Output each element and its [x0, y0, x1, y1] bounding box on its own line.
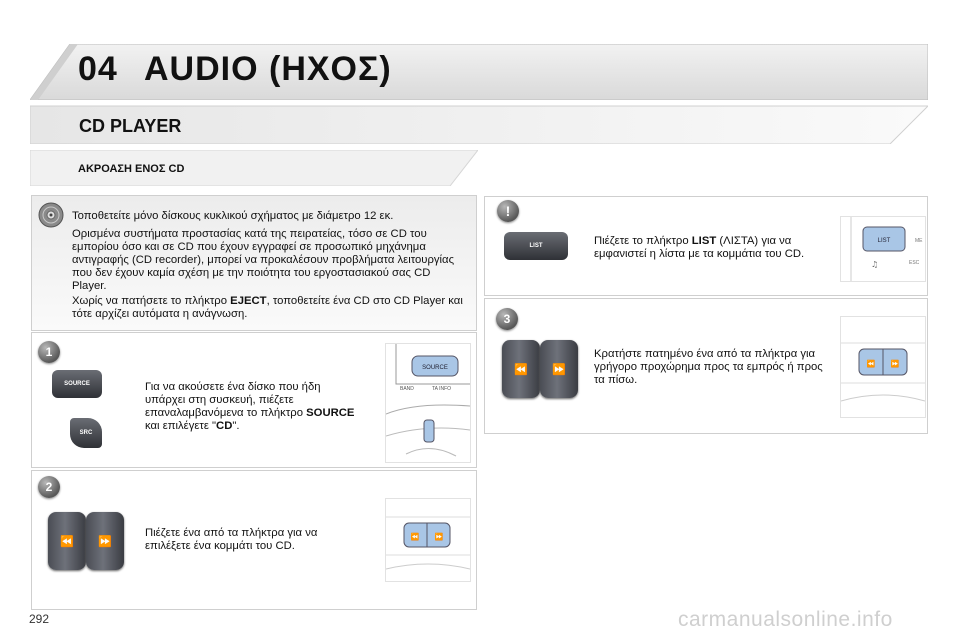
- source-button-image: SOURCE: [52, 370, 102, 398]
- thumb3-forward-icon: ⏩: [891, 359, 900, 368]
- intro-text-3: Χωρίς να πατήσετε το πλήκτρο EJECT, τοπο…: [72, 295, 466, 321]
- chapter-title: AUDIO (ΗΧΟΣ): [144, 50, 392, 88]
- watermark: carmanualsonline.info: [678, 608, 893, 631]
- page-number: 292: [29, 612, 50, 626]
- step1-text-mid: και επιλέγετε ": [145, 420, 217, 432]
- section-band: [30, 105, 928, 144]
- fast-back-button-image: ⏪: [502, 340, 540, 398]
- thumb-list-text: LIST: [878, 238, 891, 244]
- intro-text-3-pre: Χωρίς να πατήσετε το πλήκτρο: [72, 295, 231, 307]
- fast-seek-illustration: ⏪ ⏩: [841, 317, 925, 417]
- step3-number-badge: 3: [496, 308, 518, 330]
- step2-number-badge: 2: [38, 476, 60, 498]
- seek-back-button-image: ⏪: [48, 512, 86, 570]
- list-button-label: LIST: [529, 243, 543, 249]
- step1-radio-thumbnail: SOURCE BAND TA INFO: [385, 343, 471, 463]
- seek-buttons-illustration: ⏪ ⏩: [386, 499, 470, 581]
- list-button-image: LIST: [504, 232, 568, 260]
- thumb-ta-text: TA INFO: [432, 386, 451, 392]
- radio-panel-illustration: SOURCE BAND TA INFO: [386, 344, 470, 462]
- subsection-band: [30, 150, 478, 186]
- chapter-number: 04: [78, 50, 118, 88]
- intro-text-3-post: , τοποθετείτε ένα CD στο CD Player και τ…: [72, 295, 463, 320]
- cd-option-label: CD: [216, 420, 233, 432]
- thumb-source-text: SOURCE: [422, 365, 448, 371]
- thumb-music-note-icon: ♫: [871, 260, 878, 269]
- step1-text: Για να ακούσετε ένα δίσκο που ήδη υπάρχε…: [145, 381, 360, 433]
- intro-panel: [31, 195, 477, 331]
- seek-forward-button-image: ⏩: [86, 512, 124, 570]
- thumb-rewind-icon: ⏪: [411, 532, 420, 541]
- source-key-label: SOURCE: [306, 407, 355, 419]
- step1-text-post: ".: [232, 420, 240, 432]
- fast-forward-icon: ⏩: [552, 363, 566, 376]
- list-key-label: LIST: [691, 235, 717, 247]
- intro-text-1: Τοποθετείτε μόνο δίσκους κυκλικού σχήματ…: [72, 210, 394, 222]
- src-button-label: SRC: [79, 430, 93, 436]
- eject-label: EJECT: [230, 295, 267, 307]
- forward-icon: ⏩: [98, 535, 112, 548]
- fast-rewind-icon: ⏪: [514, 363, 528, 376]
- cd-disc-icon: [38, 202, 64, 228]
- thumb-me-text: ME: [915, 238, 923, 244]
- step1-number-badge: 1: [38, 341, 60, 363]
- src-button-image: SRC: [70, 418, 102, 448]
- source-button-label: SOURCE: [64, 381, 90, 387]
- list-step-thumbnail: LIST ME ♫ ESC: [840, 216, 926, 282]
- rewind-icon: ⏪: [60, 535, 74, 548]
- thumb-band-text: BAND: [400, 386, 414, 392]
- list-step-text: Πιέζετε το πλήκτρο LIST (ΛΙΣΤΑ) για να ε…: [594, 235, 830, 261]
- chapter-header-band: [30, 44, 928, 100]
- thumb3-rewind-icon: ⏪: [867, 359, 876, 368]
- step2-text: Πιέζετε ένα από τα πλήκτρα για να επιλέξ…: [145, 527, 318, 552]
- fast-forward-button-image: ⏩: [540, 340, 578, 398]
- step3-radio-thumbnail: ⏪ ⏩: [840, 316, 926, 418]
- step3-text: Κρατήστε πατημένο ένα από τα πλήκτρα για…: [594, 348, 823, 386]
- list-step-text-post: (ΛΙΣΤΑ) για να εμφανιστεί η λίστα με τα …: [594, 235, 805, 260]
- thumb-esc-text: ESC: [909, 260, 920, 266]
- step1-text-pre: Για να ακούσετε ένα δίσκο που ήδη υπάρχε…: [145, 381, 321, 419]
- warning-badge: !: [497, 200, 519, 222]
- thumb-forward-icon: ⏩: [435, 532, 444, 541]
- list-step-text-pre: Πιέζετε το πλήκτρο: [594, 235, 692, 247]
- step2-radio-thumbnail: ⏪ ⏩: [385, 498, 471, 582]
- list-button-illustration: LIST ME ♫ ESC: [841, 217, 925, 281]
- subsection-title: ΑΚΡΟΑΣΗ ΕΝΟΣ CD: [78, 163, 185, 175]
- intro-text-2: Ορισμένα συστήματα προστασίας κατά της π…: [72, 228, 455, 292]
- section-title: CD PLAYER: [79, 116, 182, 136]
